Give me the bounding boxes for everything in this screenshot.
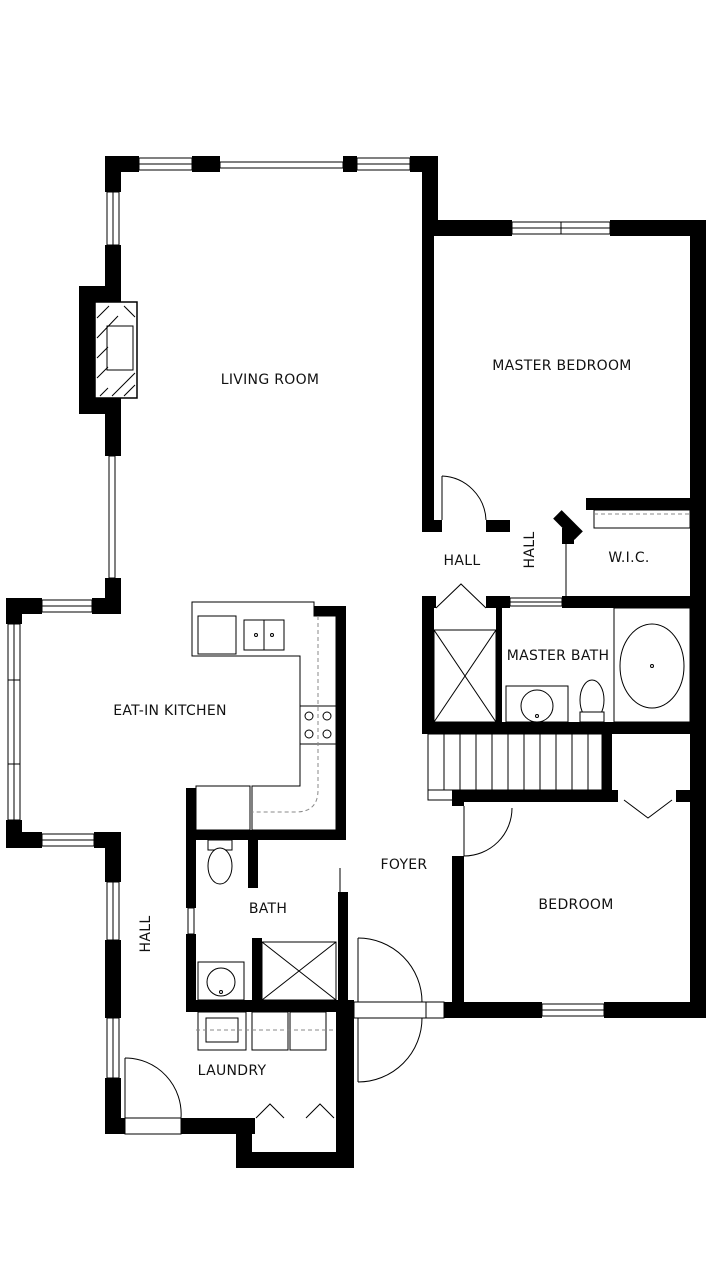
room-label-living-room: LIVING ROOM (220, 372, 320, 388)
laundry-fixtures (196, 1011, 336, 1051)
walls (6, 156, 706, 1168)
wic-shelving (593, 509, 691, 529)
room-label-bedroom: BEDROOM (538, 897, 614, 913)
doors (124, 475, 673, 1135)
room-label-eat-in-kitchen: EAT-IN KITCHEN (113, 703, 227, 719)
stairs (427, 733, 603, 801)
kitchen-fixtures (191, 601, 337, 831)
room-label-foyer: FOYER (380, 857, 428, 873)
bath-fixtures (197, 607, 691, 1001)
room-label-laundry: LAUNDRY (197, 1063, 267, 1079)
room-label-bath: BATH (248, 901, 288, 917)
room-label-hall-upper: HALL (443, 553, 481, 569)
room-label-hall-vertical: HALL (522, 531, 538, 569)
fireplace (94, 301, 138, 399)
room-label-wic: W.I.C. (608, 550, 650, 566)
room-label-hall-left: HALL (138, 915, 154, 953)
windows (7, 157, 611, 1079)
room-label-master-bath: MASTER BATH (506, 648, 610, 664)
room-label-master-bedroom: MASTER BEDROOM (492, 358, 632, 374)
